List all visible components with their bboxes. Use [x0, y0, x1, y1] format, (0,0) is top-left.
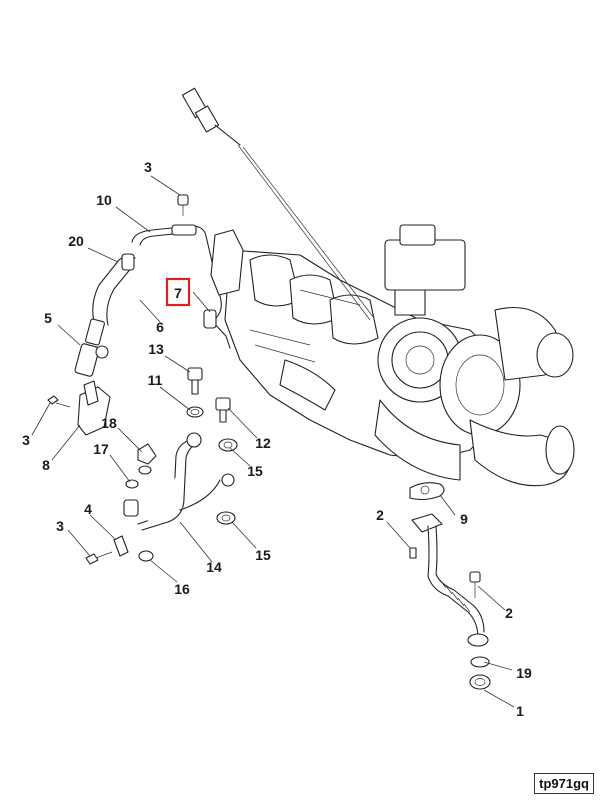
- bracket-4: [113, 535, 129, 557]
- callout-16: 16: [174, 581, 190, 597]
- highlighted-callout-7[interactable]: 7: [165, 277, 191, 307]
- callout-2: 2: [376, 507, 384, 523]
- coolant-hose-20: [92, 253, 136, 326]
- washer-19: [470, 656, 490, 668]
- figure-reference-code: tp971gq: [534, 773, 594, 794]
- return-pipe: [411, 513, 489, 647]
- callout-3: 3: [22, 432, 30, 448]
- callout-8: 8: [42, 457, 50, 473]
- bolt-3-left: [47, 395, 71, 408]
- seal-1: [469, 674, 491, 690]
- highlight-box: [165, 277, 191, 307]
- callout-13: 13: [148, 341, 164, 357]
- fitting-18: [137, 443, 157, 475]
- oil-line-14: [137, 432, 235, 531]
- callout-14: 14: [206, 559, 222, 575]
- callout-4: 4: [84, 501, 92, 517]
- turbocharger-assembly: [224, 224, 575, 487]
- callout-1: 1: [516, 703, 524, 719]
- callout-5: 5: [44, 310, 52, 326]
- coolant-hose-10: [131, 224, 222, 319]
- callout-11: 11: [148, 372, 163, 388]
- washer-15-lower: [216, 511, 236, 525]
- callout-2: 2: [505, 605, 513, 621]
- fitting-17: [123, 479, 139, 517]
- washer-11: [186, 406, 204, 418]
- callout-9: 9: [460, 511, 468, 527]
- oxygen-sensor-cable: [181, 87, 375, 321]
- callout-19: 19: [516, 665, 532, 681]
- callout-3: 3: [144, 159, 152, 175]
- bracket-8: [77, 380, 111, 436]
- bolt-3-top: [177, 194, 189, 216]
- callout-17: 17: [93, 441, 109, 457]
- callout-3: 3: [56, 518, 64, 534]
- callout-7: 7: [174, 285, 182, 301]
- sensor-5: [74, 318, 109, 377]
- banjo-bolt-13: [187, 367, 203, 395]
- washer-16: [138, 550, 154, 562]
- callout-12: 12: [255, 435, 271, 451]
- bolt-2-lower: [469, 571, 481, 598]
- washer-15-upper: [218, 438, 238, 452]
- callout-20: 20: [68, 233, 84, 249]
- callout-10: 10: [96, 192, 112, 208]
- callout-18: 18: [101, 415, 117, 431]
- bolt-3-lower: [85, 551, 113, 565]
- callout-15: 15: [247, 463, 263, 479]
- callout-labels: 3 10 20 5 6 13 11 3 8 18 17 12 15 15 4 3…: [22, 159, 532, 719]
- callout-6: 6: [156, 319, 164, 335]
- bracket: [210, 229, 244, 296]
- banjo-bolt-12: [215, 397, 231, 423]
- leader-lines: [31, 175, 515, 708]
- bolt-2-upper: [409, 547, 417, 559]
- gasket-9: [409, 482, 445, 501]
- callout-15: 15: [255, 547, 271, 563]
- coolant-hose-6: [203, 309, 231, 349]
